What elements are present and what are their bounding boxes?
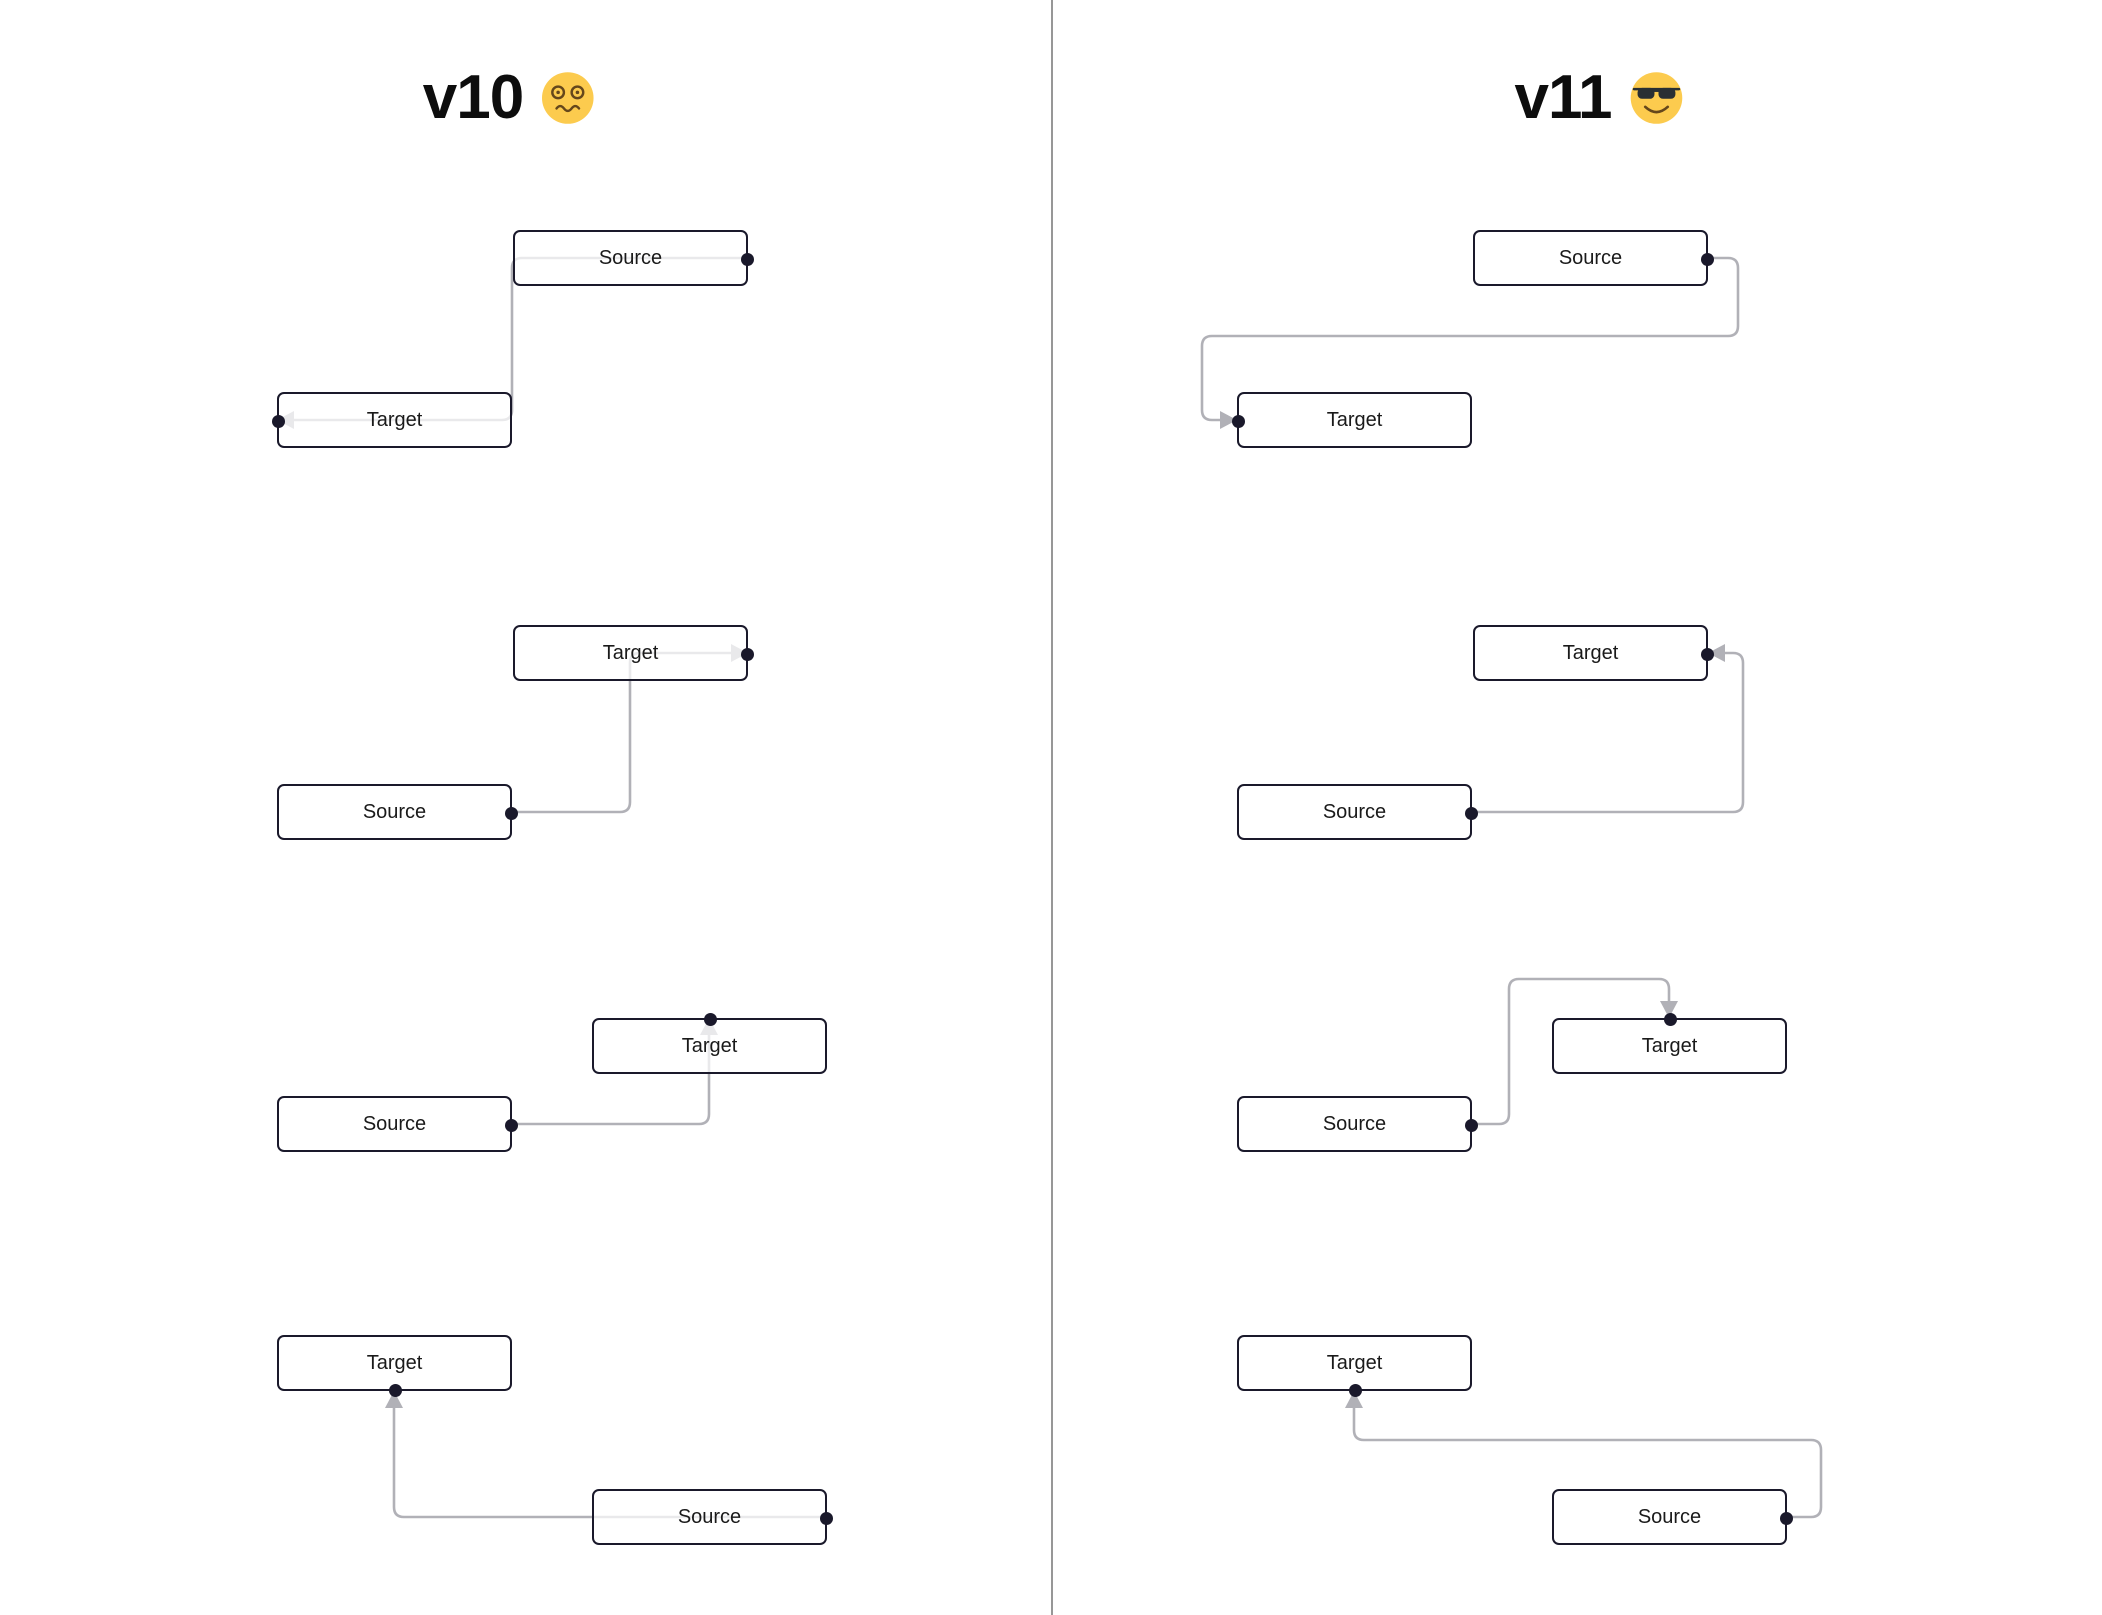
node-label: Source <box>598 247 663 269</box>
node-source-v11-2-source[interactable]: Source <box>1237 784 1478 840</box>
node-label: Target <box>366 1352 423 1374</box>
node-source-v11-4-source[interactable]: Source <box>1552 1489 1793 1545</box>
node-label: Source <box>362 801 427 823</box>
arrowhead-left-icon <box>1708 644 1725 662</box>
node-label: Target <box>366 409 423 431</box>
edge-v11-e1[interactable] <box>1200 256 1740 422</box>
node-label: Source <box>1637 1506 1702 1528</box>
panel-title-text-v11: v11 <box>1514 63 1612 132</box>
panel-title-v10: v10 <box>423 62 597 133</box>
node-label: Target <box>602 642 659 664</box>
handle-bottom[interactable] <box>1349 1383 1362 1397</box>
edge-v11-e2[interactable] <box>1472 651 1745 814</box>
smiling-face-with-sunglasses-emoji-icon <box>1630 71 1683 124</box>
handle-right[interactable] <box>1700 252 1714 266</box>
arrowhead-right-icon <box>1220 411 1237 429</box>
handle-right[interactable] <box>504 1118 518 1132</box>
panel-title-text-v10: v10 <box>422 63 524 132</box>
node-target-v11-4-target[interactable]: Target <box>1237 1335 1472 1397</box>
node-source-v10-3-source[interactable]: Source <box>277 1096 518 1152</box>
node-label: Target <box>681 1035 738 1057</box>
handle-right[interactable] <box>819 1511 833 1525</box>
panel-divider <box>1051 0 1053 1615</box>
handle-bottom[interactable] <box>389 1383 402 1397</box>
handle-right[interactable] <box>740 252 754 266</box>
node-source-v10-2-source[interactable]: Source <box>277 784 518 840</box>
node-target-v10-3-target[interactable]: Target <box>592 1012 827 1074</box>
handle-right[interactable] <box>1700 647 1714 661</box>
handle-right[interactable] <box>1464 806 1478 820</box>
node-label: Source <box>1322 801 1387 823</box>
edge-v11-e4[interactable] <box>1352 1391 1823 1519</box>
node-label: Source <box>1558 247 1623 269</box>
handle-left[interactable] <box>1231 414 1245 428</box>
edge-v10-e4[interactable] <box>392 1391 827 1519</box>
handle-right[interactable] <box>1779 1511 1793 1525</box>
node-target-v10-2-target[interactable]: Target <box>513 625 754 681</box>
node-label: Target <box>1562 642 1619 664</box>
handle-right[interactable] <box>504 806 518 820</box>
node-source-v11-3-source[interactable]: Source <box>1237 1096 1478 1152</box>
node-target-v11-1-target[interactable]: Target <box>1231 392 1472 448</box>
node-source-v10-4-source[interactable]: Source <box>592 1489 833 1545</box>
node-target-v11-2-target[interactable]: Target <box>1473 625 1714 681</box>
node-source-v11-1-source[interactable]: Source <box>1473 230 1714 286</box>
node-label: Source <box>362 1113 427 1135</box>
node-target-v10-4-target[interactable]: Target <box>277 1335 512 1397</box>
node-target-v10-1-target[interactable]: Target <box>271 392 512 448</box>
node-target-v11-3-target[interactable]: Target <box>1552 1012 1787 1074</box>
node-label: Target <box>1326 1352 1383 1374</box>
node-label: Source <box>1322 1113 1387 1135</box>
node-source-v10-1-source[interactable]: Source <box>513 230 754 286</box>
handle-right[interactable] <box>740 647 754 661</box>
arrowhead-up-icon <box>1345 1391 1363 1408</box>
arrowhead-down-icon <box>1660 1001 1678 1018</box>
handle-top[interactable] <box>1664 1012 1677 1026</box>
edge-v10-e3[interactable] <box>512 1018 711 1126</box>
handle-left[interactable] <box>271 414 285 428</box>
arrowhead-up-icon <box>385 1391 403 1408</box>
panel-title-v11: v11 <box>1514 62 1685 133</box>
edge-v11-e3[interactable] <box>1472 977 1671 1126</box>
face-with-spiral-eyes-emoji-icon <box>542 71 595 124</box>
node-label: Source <box>677 1506 742 1528</box>
handle-right[interactable] <box>1464 1118 1478 1132</box>
handle-top[interactable] <box>704 1012 717 1026</box>
node-label: Target <box>1641 1035 1698 1057</box>
node-label: Target <box>1326 409 1383 431</box>
